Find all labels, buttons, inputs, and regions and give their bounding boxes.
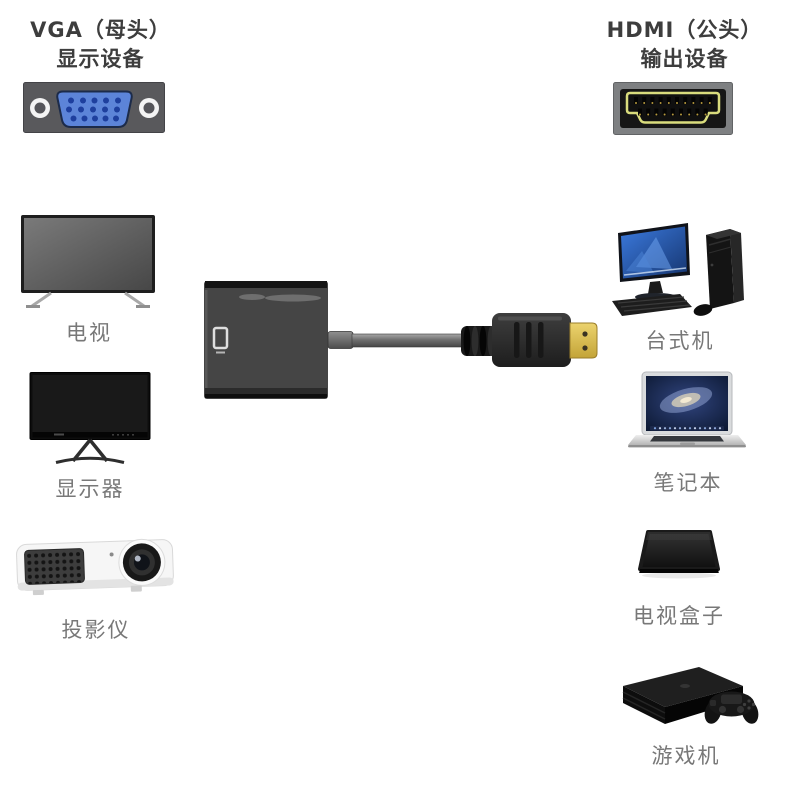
vga-header: VGA（母头） 显示设备 [8,16,193,74]
hdmi-port-icon [613,82,733,135]
device-monitor: 显示器 [27,372,153,503]
game-console-image [622,667,758,724]
tv-label: 电视 [66,321,112,345]
desktop-label: 台式机 [645,329,715,353]
projector-label: 投影仪 [61,618,131,642]
hdmi-header-line1: HDMI（公头） [606,18,763,42]
vga-header-line2: 显示设备 [56,47,145,71]
adapter-body [204,281,328,399]
hdmi-header: HDMI（公头） 输出设备 [592,16,777,74]
tv-box-image [638,530,720,579]
hdmi-header-line2: 输出设备 [640,47,729,71]
tv-image [21,215,155,308]
projector-image [16,538,174,596]
adapter-cable [327,331,466,349]
laptop-label: 笔记本 [653,471,723,495]
vga-header-line1: VGA（母头） [30,18,171,42]
vga-port-icon [23,82,165,133]
game-console-label: 游戏机 [651,744,721,768]
device-laptop: 笔记本 [624,371,752,497]
adapter-product-image [204,281,598,399]
device-projector: 投影仪 [8,536,184,644]
device-tv-box: 电视盒子 [633,529,725,630]
cable-strain-relief [461,326,497,356]
laptop-image [628,371,746,448]
desktop-image [612,223,744,316]
device-tv: 电视 [18,214,160,347]
device-desktop: 台式机 [610,221,750,355]
hdmi-plug [492,313,598,367]
controller [704,691,758,724]
display-print-icon [212,326,229,354]
monitor-image [29,372,150,464]
device-game-console: 游戏机 [607,662,765,770]
tv-box-label: 电视盒子 [633,604,725,628]
monitor-label: 显示器 [55,477,125,501]
